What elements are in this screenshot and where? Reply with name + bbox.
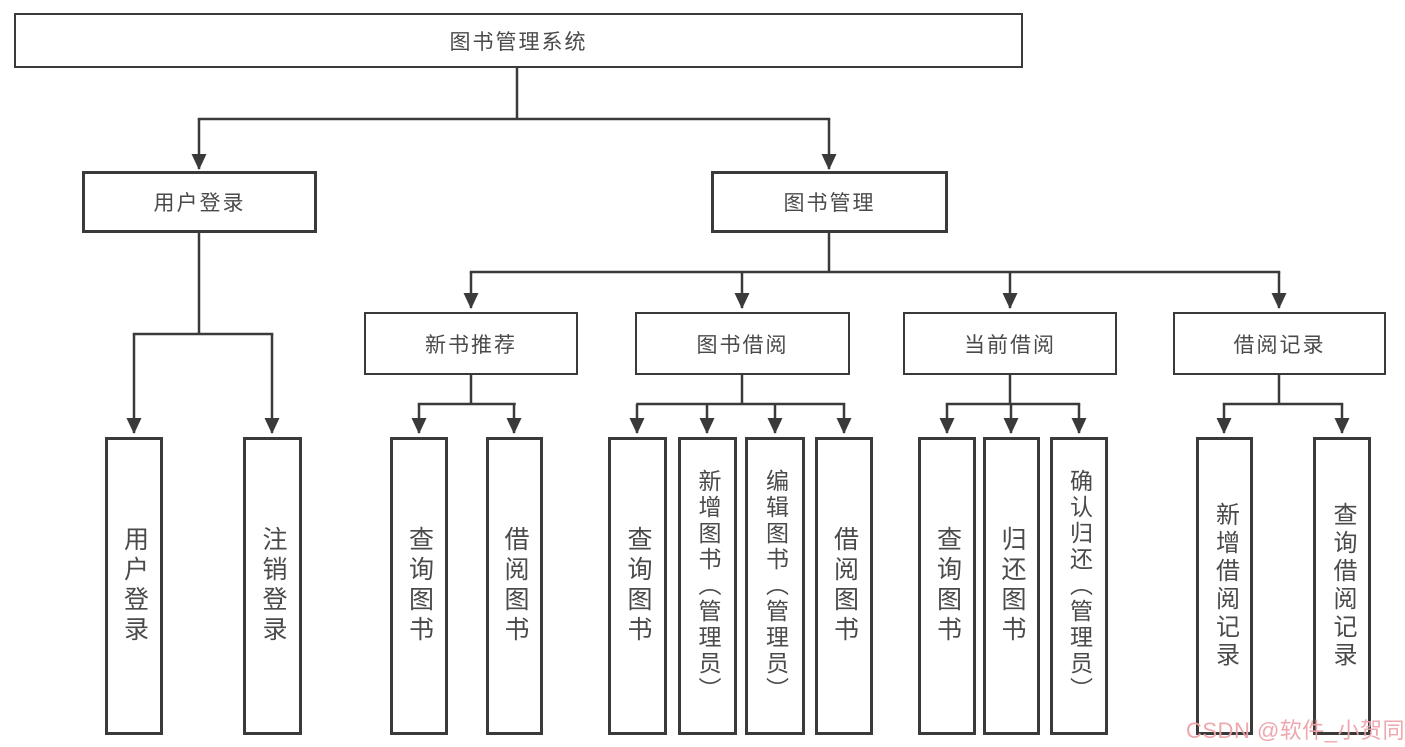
node-borrowing-records: 借阅记录	[1173, 312, 1386, 375]
connector-current-children	[939, 375, 1087, 434]
leaf-user-login: 用户登录	[105, 437, 163, 735]
connector-borrowing-children	[629, 375, 852, 434]
leaf-query-books-recommend: 查询图书	[390, 437, 448, 735]
leaf-query-borrow-record: 查询借阅记录	[1313, 437, 1371, 735]
leaf-query-books-borrowing: 查询图书	[608, 437, 667, 735]
node-user-login: 用户登录	[82, 171, 317, 233]
leaf-return-books: 归还图书	[983, 437, 1040, 735]
node-current-borrowing: 当前借阅	[903, 312, 1117, 375]
node-book-management: 图书管理	[711, 171, 948, 233]
leaf-add-books-admin: 新增图书（管理员）	[678, 437, 737, 735]
node-library-system: 图书管理系统	[14, 13, 1023, 68]
leaf-add-borrow-record: 新增借阅记录	[1196, 437, 1253, 735]
connector-recommend-children	[411, 375, 522, 434]
csdn-watermark: CSDN @软件_小贺同学	[1186, 718, 1405, 743]
connector-root-to-level2	[191, 68, 837, 170]
connector-book-mgmt-children	[463, 233, 1287, 309]
node-book-borrowing: 图书借阅	[635, 312, 850, 375]
node-new-book-recommend: 新书推荐	[364, 312, 578, 375]
leaf-borrow-books-recommend: 借阅图书	[486, 437, 543, 735]
connector-records-children	[1216, 375, 1350, 434]
leaf-logout: 注销登录	[243, 437, 302, 735]
leaf-edit-books-admin: 编辑图书（管理员）	[745, 437, 805, 735]
leaf-borrow-books-borrowing: 借阅图书	[815, 437, 873, 735]
connector-user-login-children	[126, 233, 280, 434]
leaf-confirm-return-admin: 确认归还（管理员）	[1050, 437, 1108, 735]
leaf-query-books-current: 查询图书	[918, 437, 976, 735]
